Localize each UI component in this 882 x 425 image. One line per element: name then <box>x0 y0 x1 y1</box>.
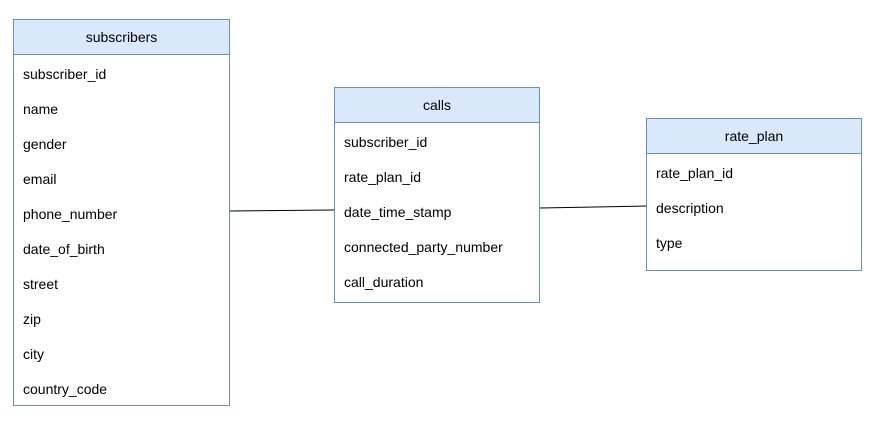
subscribers-table-title: subscribers <box>14 20 229 55</box>
field-date-of-birth: date_of_birth <box>23 241 105 257</box>
rate-plan-table-title: rate_plan <box>647 119 861 154</box>
rate-plan-field-list: rate_plan_id description type <box>647 154 861 261</box>
rate-plan-table[interactable]: rate_plan rate_plan_id description type <box>646 118 862 271</box>
field-name: name <box>23 101 59 117</box>
subscribers-field-list: subscriber_id name gender email phone_nu… <box>14 55 229 407</box>
field-rate-plan-id: rate_plan_id <box>344 169 422 185</box>
field-email: email <box>23 171 57 187</box>
field-city: city <box>23 346 44 362</box>
field-date-time-stamp: date_time_stamp <box>344 204 452 220</box>
calls-table[interactable]: calls subscriber_id rate_plan_id date_ti… <box>334 87 540 303</box>
field-country-code: country_code <box>23 381 108 397</box>
calls-rate-plan-connector <box>539 205 647 209</box>
field-street: street <box>23 276 59 292</box>
subscribers-table[interactable]: subscribers subscriber_id name gender em… <box>13 19 230 406</box>
calls-field-list: subscriber_id rate_plan_id date_time_sta… <box>335 123 539 300</box>
field-subscriber-id: subscriber_id <box>23 66 107 82</box>
field-rate-plan-id: rate_plan_id <box>656 165 734 181</box>
field-connected-party-number: connected_party_number <box>344 239 503 255</box>
field-zip: zip <box>23 311 41 327</box>
field-description: description <box>656 200 724 216</box>
field-call-duration: call_duration <box>344 274 424 290</box>
field-subscriber-id: subscriber_id <box>344 134 428 150</box>
field-type: type <box>656 235 683 251</box>
calls-table-title: calls <box>335 88 539 123</box>
field-gender: gender <box>23 136 67 152</box>
field-phone-number: phone_number <box>23 206 118 222</box>
subscribers-calls-connector <box>229 209 335 212</box>
